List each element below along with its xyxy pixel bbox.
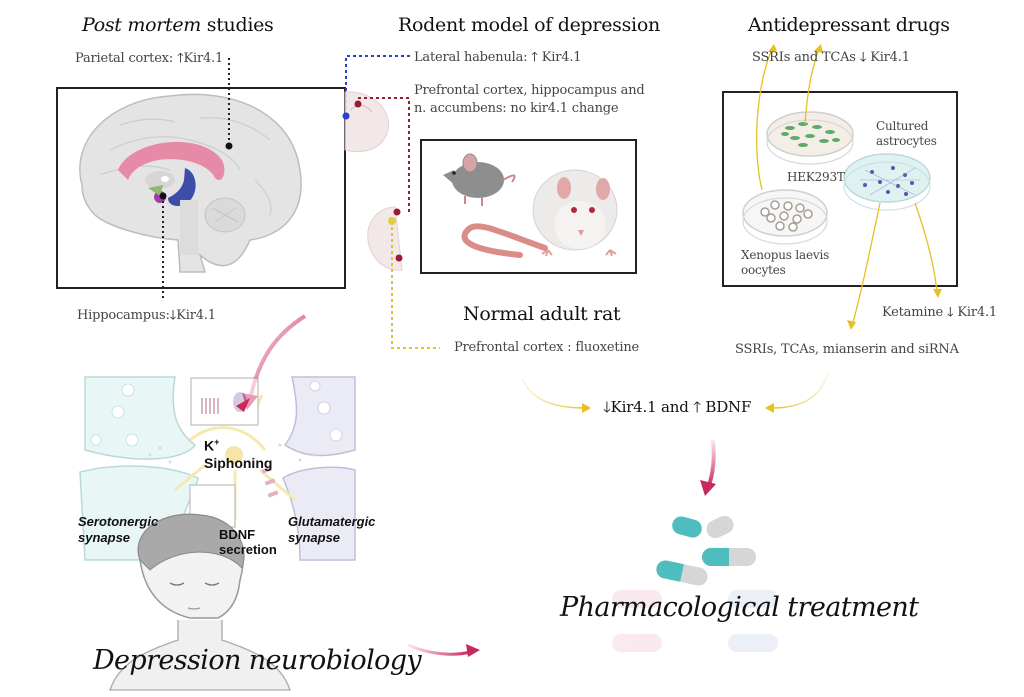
brain-sagittal-icon	[79, 93, 302, 273]
hek293t-dish-icon	[766, 111, 854, 165]
arrow-down-icon: 🡓	[859, 50, 867, 65]
bdnf-secretion-label: BDNF secretion	[219, 527, 277, 557]
drugs-to-outcome-arrow	[771, 371, 829, 409]
astrocytes-label: Cultured astrocytes	[876, 119, 937, 148]
arrow-down-icon: 🡓	[169, 308, 177, 323]
arrow-up-icon: 🡑	[531, 50, 538, 65]
person-illustration	[109, 513, 291, 691]
fluoxetine-leader-line	[391, 221, 440, 349]
accumbens-red-dot	[395, 254, 403, 262]
pfc-red-dot	[354, 100, 362, 108]
k-siphoning-label: K+ Siphoning	[204, 437, 273, 471]
xenopus-dish-icon	[742, 189, 828, 245]
arrow-down-icon: 🡓	[946, 305, 954, 320]
xenopus-label: Xenopus laevis oocytes	[741, 248, 830, 277]
no-change-leader-line	[358, 97, 410, 212]
astro-to-combo-arrow	[851, 202, 881, 327]
rodent-coronal-slice-upper	[344, 91, 389, 153]
ketamine-kir-label: Ketamine 🡓 Kir4.1	[882, 305, 997, 320]
capsules-illustration	[612, 515, 778, 652]
mouse-icon	[443, 153, 516, 206]
habenula-kir-label: Lateral habenula: 🡑 Kir4.1	[414, 50, 582, 65]
hippocampus-marker-dot	[159, 192, 167, 200]
antidepressant-section-title: Antidepressant drugs	[748, 14, 950, 36]
rodent-section-title: Rodent model of depression	[398, 14, 660, 36]
outcome-to-pharma-arrow	[706, 439, 716, 489]
combo-treatment-label: SSRIs, TCAs, mianserin and siRNA	[735, 342, 959, 357]
no-change-label: Prefrontal cortex, hippocampus and n. ac…	[414, 83, 645, 116]
hippocampus-red-dot	[393, 208, 401, 216]
normal-rat-title: Normal adult rat	[463, 303, 621, 325]
serotonergic-synapse-label: Serotonergic synapse	[78, 514, 159, 545]
astro-to-ketamine-arrow	[914, 202, 938, 294]
ssri-tca-kir-label: SSRIs and TCAs 🡓 Kir4.1	[752, 50, 910, 65]
post-mortem-title: Post mortem studies	[82, 14, 274, 36]
parietal-marker-dot	[225, 142, 233, 150]
parietal-kir-label: Parietal cortex: 🡑Kir4.1	[75, 51, 224, 66]
rodent-to-outcome-arrow	[521, 377, 586, 409]
rat-icon	[461, 169, 618, 258]
pfc-yellow-dot	[388, 217, 396, 225]
pharmacological-treatment-title: Pharmacological treatment	[560, 592, 919, 623]
arrow-up-icon: 🡑	[693, 398, 701, 416]
habenula-dot	[342, 112, 350, 120]
depression-to-pharma-arrow	[407, 643, 471, 656]
hippocampus-kir-label: Hippocampus:🡓Kir4.1	[77, 308, 216, 323]
depression-neurobiology-title: Depression neurobiology	[93, 645, 422, 676]
outcome-label: 🡓Kir4.1 and 🡑 BDNF	[603, 398, 752, 416]
hek293t-label: HEK293T	[787, 170, 845, 184]
arrow-up-icon: 🡑	[176, 51, 184, 66]
glutamatergic-synapse-label: Glutamatergic synapse	[288, 514, 376, 545]
astrocyte-dish-icon	[843, 153, 931, 211]
fluoxetine-label: Prefrontal cortex : fluoxetine	[454, 340, 640, 355]
xenopus-to-ssri-arrow	[755, 45, 775, 191]
arrow-down-icon: 🡓	[603, 398, 611, 416]
